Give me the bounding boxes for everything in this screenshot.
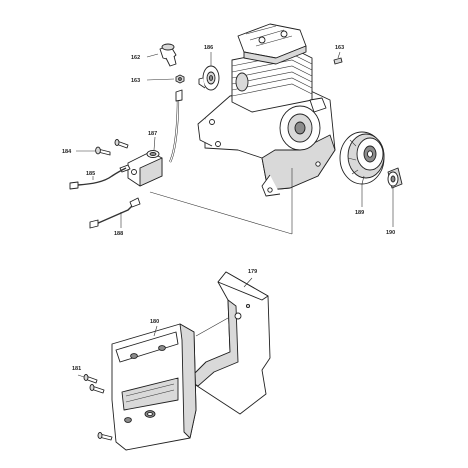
ignition-lead-wire — [168, 89, 183, 163]
label-186: 186 — [204, 45, 213, 51]
leader-line-assembly — [149, 191, 293, 235]
label-181: 181 — [72, 366, 81, 372]
engine-cylinder-assembly — [197, 23, 336, 197]
label-162: 162 — [131, 55, 140, 61]
label-180: 180 — [150, 319, 159, 325]
part-162-spark-plug-cap: 162 — [131, 43, 177, 67]
label-188-right: 189 — [355, 210, 364, 216]
label-163-left: 163 — [131, 78, 140, 84]
label-188-left: 188 — [114, 231, 123, 237]
part-163-nut-left: 163 — [131, 74, 185, 84]
part-184-screw: 184 — [62, 146, 111, 156]
label-187: 187 — [148, 131, 157, 137]
part-190-bearing: 190 — [386, 167, 403, 236]
label-163-right: 163 — [335, 45, 344, 51]
part-180-muffler: 180 — [111, 319, 197, 451]
part-186-flywheel: 186 — [198, 45, 220, 91]
part-181-screws: 181 — [72, 366, 113, 441]
part-187-ignition-coil: 187 — [119, 131, 163, 187]
part-179-heat-shield: 179 — [187, 269, 271, 415]
leader-line-shield — [195, 317, 229, 337]
label-184: 184 — [62, 149, 72, 155]
part-189-clutch-drum: 189 — [339, 131, 385, 216]
part-188-ground-lead: 188 — [89, 197, 141, 237]
label-179: 179 — [248, 269, 257, 275]
coil-mounting-screw — [114, 139, 129, 149]
part-163-key-right: 163 — [333, 45, 344, 65]
label-185: 185 — [86, 171, 95, 177]
label-189-right: 190 — [386, 230, 395, 236]
part-185-stop-wire: 185 — [69, 167, 127, 190]
